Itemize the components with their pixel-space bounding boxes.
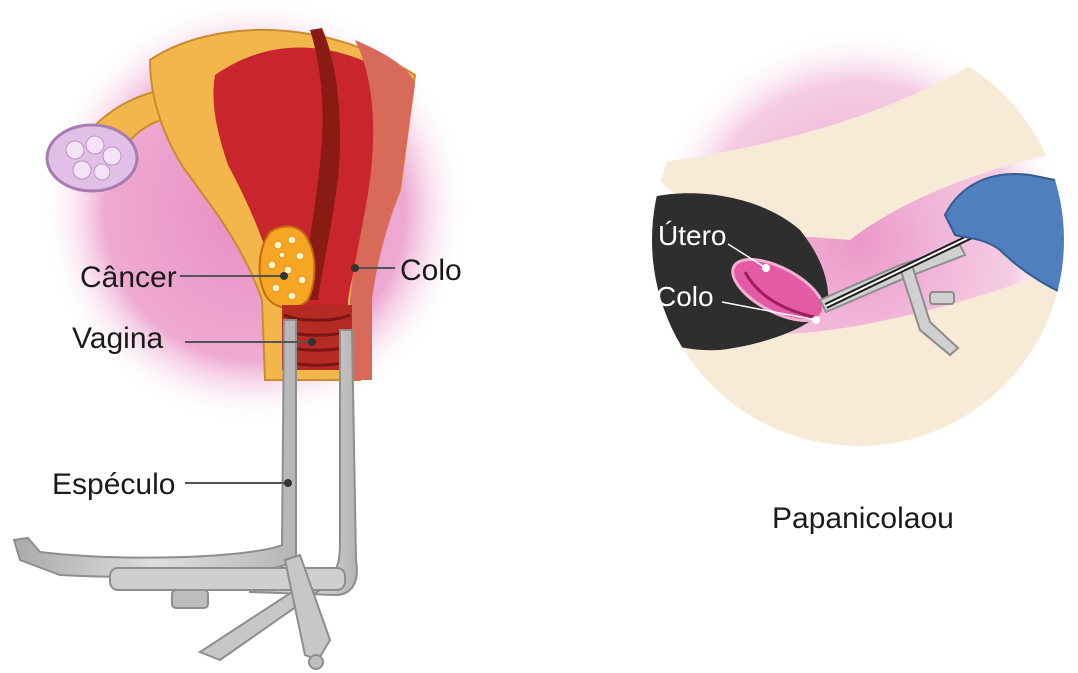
label-vagina: Vagina <box>72 322 164 355</box>
left-anatomy-panel: Câncer Colo Vagina Espéculo <box>14 0 470 669</box>
right-procedure-panel: Útero Colo Papanicolaou <box>640 28 1078 535</box>
label-cancer: Câncer <box>80 261 177 294</box>
ovary <box>47 125 137 191</box>
label-colo-left: Colo <box>400 254 462 287</box>
label-especulo: Espéculo <box>52 468 175 501</box>
label-colo-right: Colo <box>656 281 714 312</box>
speculum-screw <box>172 590 208 608</box>
label-utero: Útero <box>658 220 726 251</box>
caption-papanicolaou: Papanicolaou <box>772 502 954 535</box>
